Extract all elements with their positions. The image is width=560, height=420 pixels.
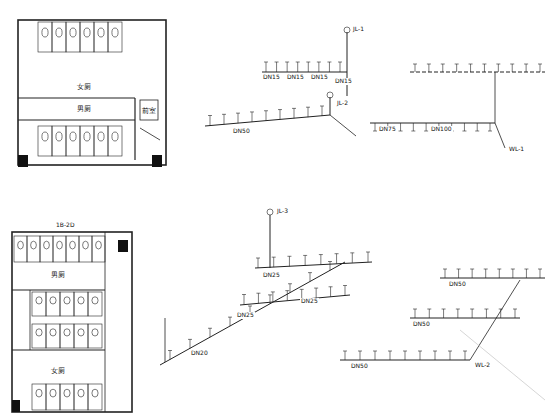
room-name: 女厕 — [76, 84, 92, 92]
pipe-label: WL-1 — [508, 146, 525, 153]
pipe-label: DN25 — [236, 312, 255, 319]
pipe-label: DN100 — [430, 126, 453, 133]
room-name: 1B-2D — [55, 222, 76, 229]
room-name: 男厕 — [50, 272, 66, 280]
pipe-label: DN15 — [310, 74, 329, 81]
pipe-label: DN15 — [286, 74, 305, 81]
pipe-label: DN20 — [190, 350, 209, 357]
pipe-label: DN50 — [232, 128, 251, 135]
pipe-label: DN50 — [448, 281, 467, 288]
pipe-label: DN25 — [262, 272, 281, 279]
room-name: 前室 — [141, 108, 157, 116]
pipe-label: DN50 — [412, 321, 431, 328]
pipe-label: JL-1 — [352, 26, 365, 33]
pipe-label: JL-2 — [336, 100, 349, 107]
pipe-label: DN15 — [334, 78, 353, 85]
pipe-label: DN15 — [262, 74, 281, 81]
pipe-label: DN50 — [350, 363, 369, 370]
pipe-label: DN25 — [300, 298, 319, 305]
pipe-label: DN75 — [378, 126, 397, 133]
pipe-label: WL-2 — [474, 362, 491, 369]
pipe-label: JL-3 — [276, 208, 289, 215]
room-name: 男厕 — [76, 106, 92, 114]
room-name: 女厕 — [50, 368, 66, 376]
